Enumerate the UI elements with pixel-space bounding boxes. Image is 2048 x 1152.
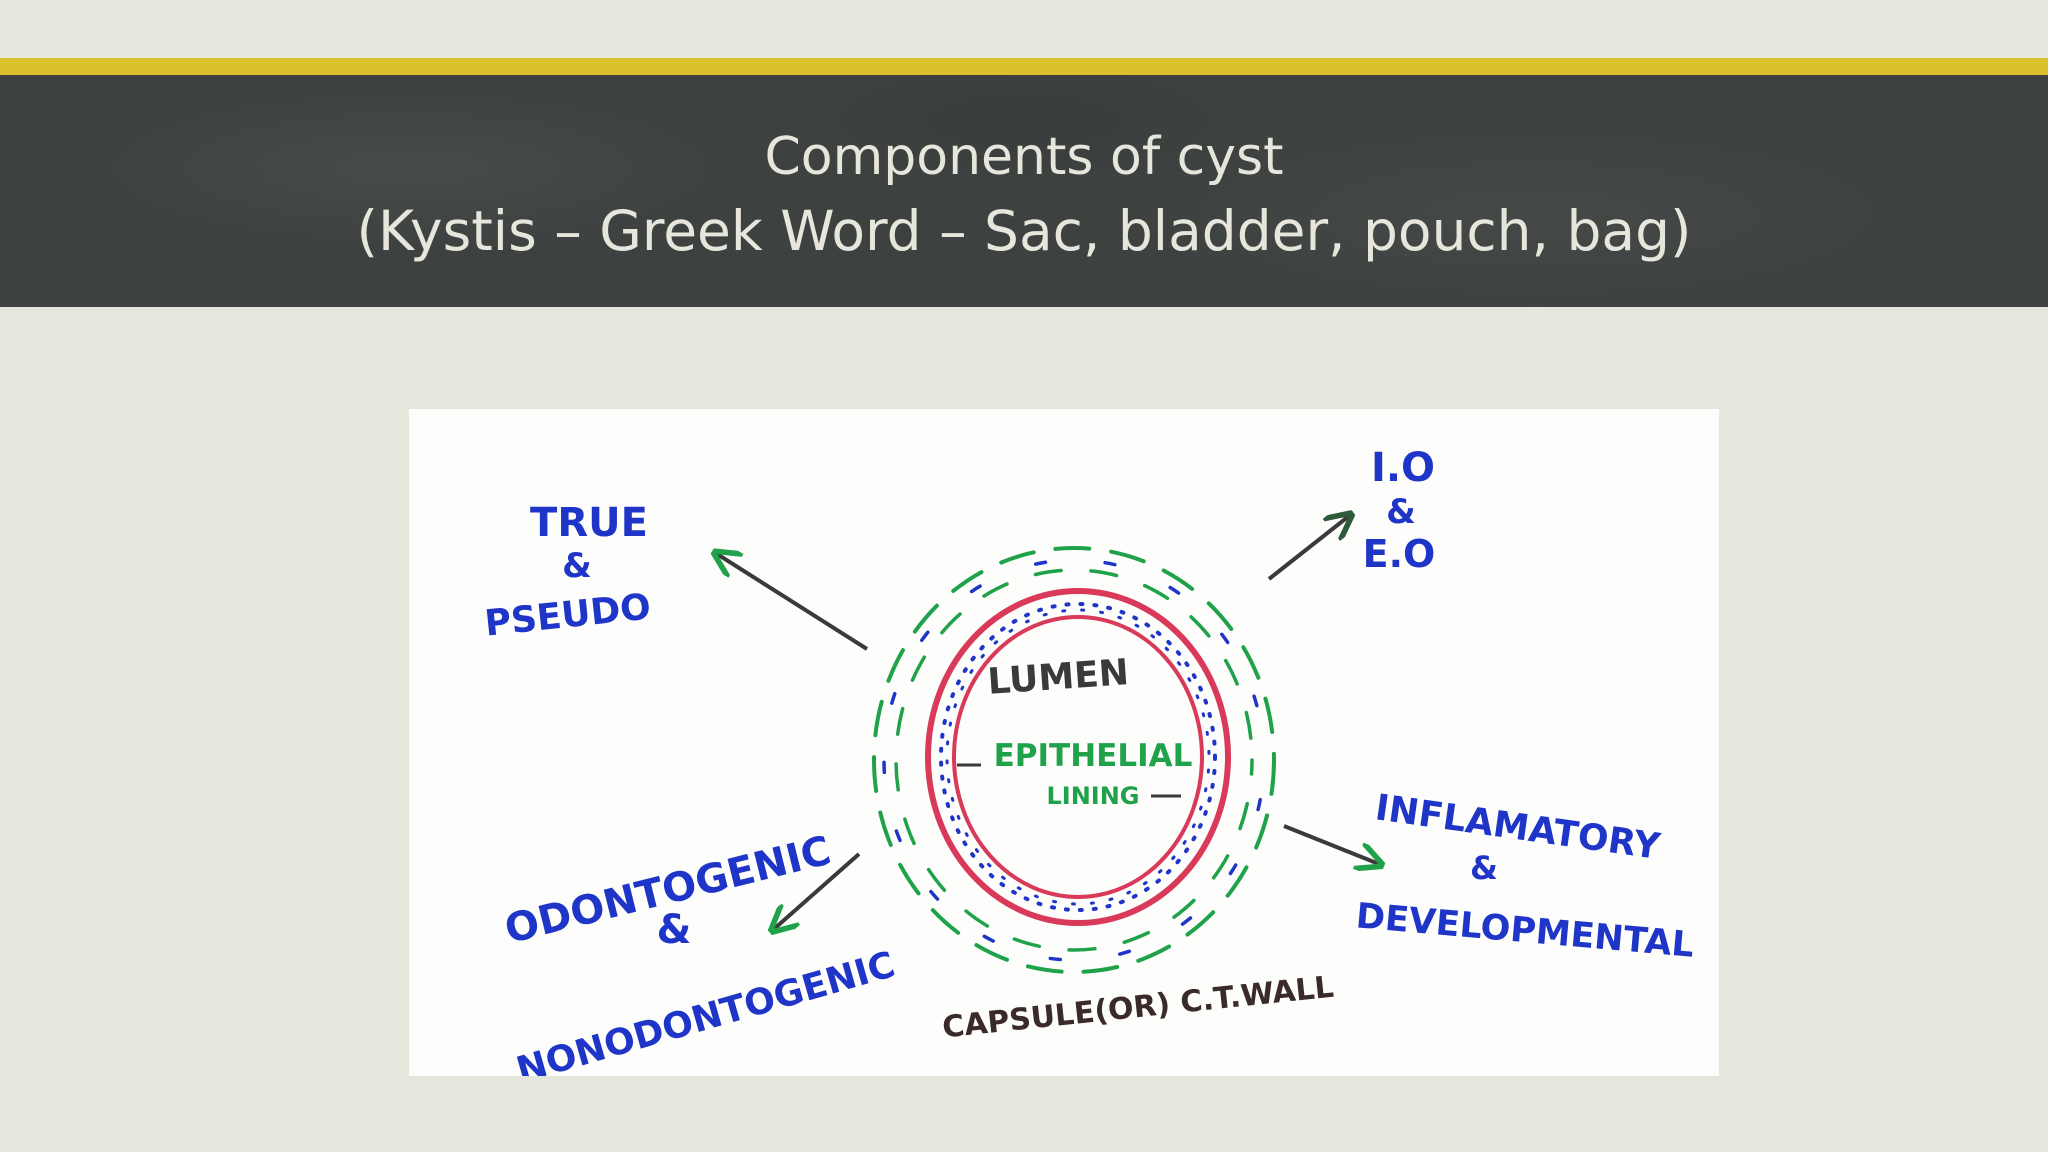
ampersand: & [1386,492,1416,532]
arrow-bottom-right [1283,824,1379,864]
accent-bar [0,58,2048,75]
label-inflammatory: INFLAMATORY & DEVELOPMENTAL [1354,787,1695,965]
cyst-diagram: LUMEN EPITHELIAL LINING TRUE & PSEUDO I.… [409,409,1719,1076]
ampersand: & [1470,849,1498,887]
label-io-eo: I.O & E.O [1363,445,1436,576]
epithelial-layer [925,588,1231,926]
lumen-label: LUMEN [986,652,1130,703]
io-label: I.O [1371,445,1435,491]
arrow-top-right [1267,516,1349,581]
capsule-wall [872,546,1276,974]
eo-label: E.O [1363,532,1436,576]
capsule-label: CAPSULE(OR) C.T.WALL [941,970,1336,1046]
title-band: Components of cyst (Kystis – Greek Word … [0,75,2048,307]
ampersand: & [657,907,692,953]
developmental-label: DEVELOPMENTAL [1354,896,1695,965]
arrow-top-left [717,554,869,651]
slide-title: Components of cyst [764,127,1284,187]
pseudo-label: PSEUDO [483,586,653,644]
true-label: TRUE [530,500,648,546]
epithelial-label-line1: EPITHELIAL [994,738,1193,774]
label-odontogenic: ODONTOGENIC & NONODONTOGENIC [500,828,899,1076]
nonodontogenic-label: NONODONTOGENIC [512,944,899,1076]
inflammatory-label: INFLAMATORY [1373,787,1664,868]
arrow-bottom-left [774,852,861,929]
slide-subtitle: (Kystis – Greek Word – Sac, bladder, pou… [356,199,1692,263]
epithelial-label-line2: LINING [1046,782,1139,810]
label-true-pseudo: TRUE & PSEUDO [483,500,653,645]
cyst-drawing: LUMEN EPITHELIAL LINING TRUE & PSEUDO I.… [483,445,1696,1076]
ampersand: & [562,546,592,586]
